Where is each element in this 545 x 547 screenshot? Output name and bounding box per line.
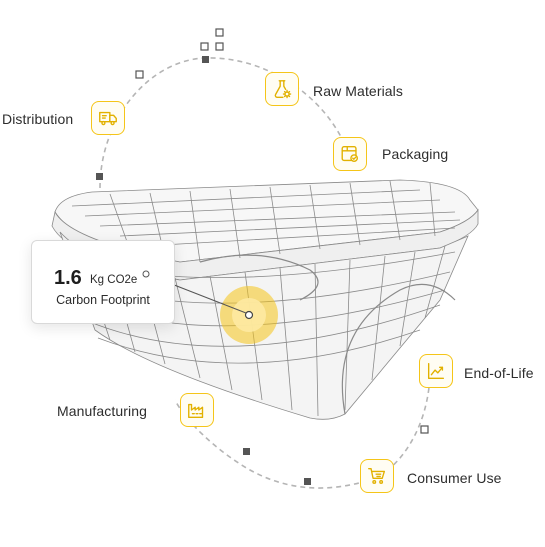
stage-label-packaging: Packaging: [382, 146, 449, 162]
flask-gear-icon[interactable]: [265, 72, 299, 106]
stage-label-manufacturing: Manufacturing: [57, 403, 148, 419]
delivery-truck-icon[interactable]: [91, 101, 125, 135]
highlight-dot: [244, 310, 254, 320]
carbon-footprint-callout: 1.6 Kg CO2e Carbon Footprint: [31, 240, 175, 324]
callout-anchor-dot: [142, 270, 150, 278]
stage-label-consumer-use: Consumer Use: [407, 470, 502, 486]
stage-label-end-of-life: End-of-Life: [464, 365, 534, 381]
footprint-unit: Kg CO2e: [90, 274, 138, 286]
marker-hollow: [215, 28, 224, 37]
stage-label-raw-materials: Raw Materials: [313, 83, 403, 99]
package-check-icon[interactable]: [333, 137, 367, 171]
marker-solid: [96, 173, 103, 180]
footprint-value: 1.6: [54, 267, 82, 289]
trend-chart-icon[interactable]: [419, 354, 453, 388]
shopping-cart-icon[interactable]: [360, 459, 394, 493]
marker-hollow: [200, 42, 209, 51]
marker-hollow: [215, 42, 224, 51]
factory-icon[interactable]: [180, 393, 214, 427]
marker-hollow: [135, 70, 144, 79]
path-markers: [96, 28, 429, 485]
marker-solid: [304, 478, 311, 485]
stage-label-distribution: Distribution: [2, 111, 74, 127]
footprint-caption: Carbon Footprint: [56, 293, 150, 307]
marker-solid: [202, 56, 209, 63]
marker-solid: [243, 448, 250, 455]
marker-hollow: [420, 425, 429, 434]
